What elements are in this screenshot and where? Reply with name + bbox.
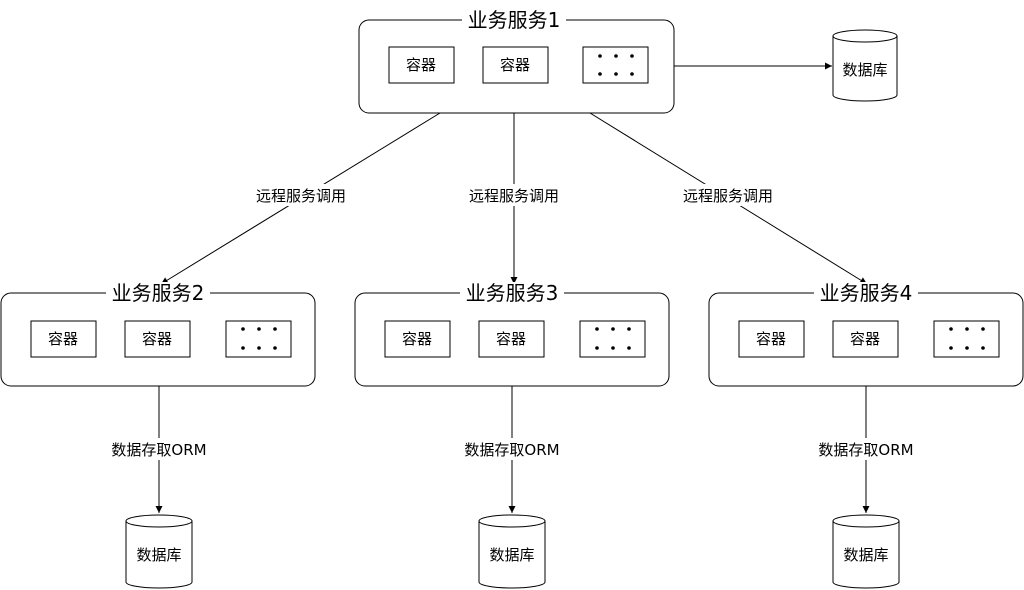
container-box [124, 320, 191, 358]
database-1: 数据库 [832, 29, 898, 102]
ellipsis-dots-icon [598, 54, 634, 76]
database-3: 数据库 [478, 514, 546, 589]
container-label: 容器 [496, 330, 526, 348]
more-containers-box [225, 320, 292, 358]
service-3: 业务服务3 容器 容器 [354, 281, 670, 387]
container-box [384, 320, 451, 358]
container-label: 容器 [406, 56, 436, 74]
service-2: 业务服务2 容器 容器 [0, 281, 316, 387]
ellipsis-dots-icon [241, 327, 277, 350]
container-box [388, 46, 455, 84]
container-label: 容器 [48, 330, 78, 348]
remote-call-label-3: 远程服务调用 [683, 187, 773, 205]
database-label: 数据库 [843, 546, 888, 564]
container-label: 容器 [142, 330, 172, 348]
container-box [30, 320, 97, 358]
orm-label-1: 数据存取ORM [111, 441, 206, 459]
ellipsis-dots-icon [595, 327, 631, 350]
remote-call-label-2: 远程服务调用 [469, 187, 559, 205]
service-4: 业务服务4 容器 容器 [708, 281, 1024, 387]
container-box [738, 320, 805, 358]
service-1: 业务服务1 容器 容器 [358, 8, 675, 114]
container-label: 容器 [850, 330, 880, 348]
container-box [482, 46, 549, 84]
database-4: 数据库 [832, 514, 900, 589]
container-label: 容器 [756, 330, 786, 348]
more-containers-box [582, 46, 649, 84]
database-cylinder-icon [832, 514, 900, 589]
database-2: 数据库 [125, 514, 193, 589]
container-box [832, 320, 899, 358]
remote-call-label-1: 远程服务调用 [256, 187, 346, 205]
database-cylinder-icon [478, 514, 546, 589]
database-label: 数据库 [136, 546, 181, 564]
service-title: 业务服务4 [820, 281, 913, 305]
database-cylinder-icon [125, 514, 193, 589]
service-title: 业务服务2 [112, 281, 205, 305]
database-label: 数据库 [842, 61, 887, 79]
orm-label-3: 数据存取ORM [818, 441, 913, 459]
database-label: 数据库 [489, 546, 534, 564]
more-containers-box [579, 320, 646, 358]
edge-labels: 远程服务调用 远程服务调用 远程服务调用 数据存取ORM 数据存取ORM 数据存… [106, 184, 919, 460]
ellipsis-dots-icon [949, 327, 985, 350]
orm-label-2: 数据存取ORM [464, 441, 559, 459]
container-label: 容器 [402, 330, 432, 348]
service-title: 业务服务1 [468, 8, 561, 32]
service-title: 业务服务3 [466, 281, 559, 305]
more-containers-box [933, 320, 1000, 358]
database-cylinder-icon [832, 29, 898, 102]
container-box [478, 320, 545, 358]
container-label: 容器 [500, 56, 530, 74]
